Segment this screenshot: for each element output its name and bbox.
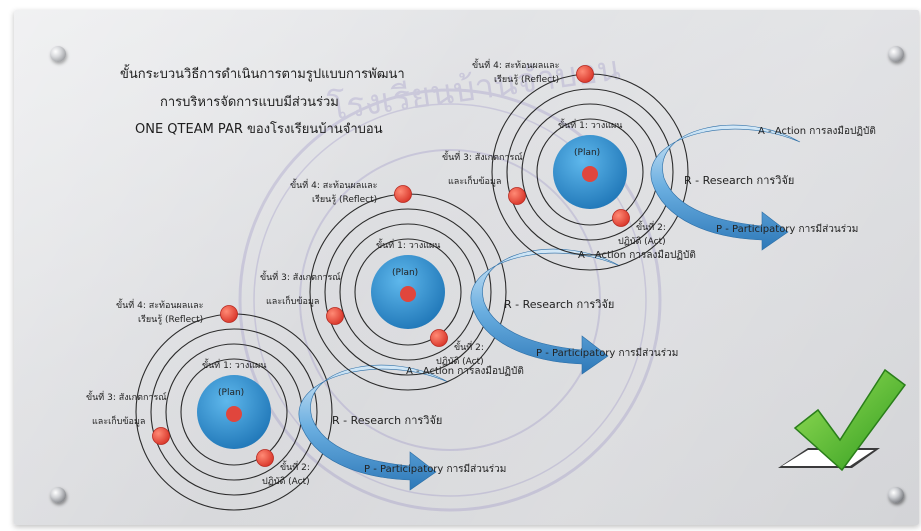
title-line-3: ONE QTEAM PAR ของโรงเรียนบ้านจำบอน (135, 121, 383, 137)
node-observe (326, 307, 344, 325)
screw-top-right (888, 46, 904, 62)
cycle-upper: (Plan) ขั้นที่ 1: วางแผน ขั้นที่ 4: สะท้อน… (442, 58, 689, 271)
step3-label-line1: ขั้นที่ 3: สังเกตการณ์ (442, 150, 523, 163)
curved-arrow-icon (298, 364, 449, 491)
node-observe (152, 427, 170, 445)
step3-label-line2: และเก็บข้อมูล (92, 414, 145, 427)
node-observe (508, 187, 526, 205)
step2-label-line1: ขั้นที่ 2: (454, 340, 484, 353)
participatory-label: P - Participatory การมีส่วนร่วม (364, 463, 506, 475)
node-reflect (576, 65, 594, 83)
curved-arrow-icon (470, 248, 621, 375)
action-label: A - Action การลงมือปฏิบัติ (406, 365, 524, 377)
step1-label: ขั้นที่ 1: วางแผน (376, 238, 440, 251)
research-label: R - Research การวิจัย (332, 414, 442, 427)
step2-label-line2: ปฏิบัติ (Act) (436, 356, 484, 367)
step4-label-line2: เรียนรู้ (Reflect) (312, 194, 377, 205)
step2-label-line1: ขั้นที่ 2: (636, 220, 666, 233)
step3-label-line2: และเก็บข้อมูล (448, 174, 501, 187)
step3-label-line1: ขั้นที่ 3: สังเกตการณ์ (86, 390, 167, 403)
screw-top-left (50, 46, 66, 62)
research-label: R - Research การวิจัย (504, 298, 614, 311)
node-reflect (220, 305, 238, 323)
screw-bottom-right (888, 487, 904, 503)
step4-label-line1: ขั้นที่ 4: สะท้อนผลและ (116, 298, 204, 311)
plan-label: (Plan) (392, 268, 418, 278)
node-act (430, 329, 448, 347)
par-arrow-upper: A - Action การลงมือปฏิบัติ R - Research ก… (650, 124, 876, 251)
planet-core (400, 286, 416, 302)
step4-label-line1: ขั้นที่ 4: สะท้อนผลและ (290, 178, 378, 191)
step4-label-line2: เรียนรู้ (Reflect) (494, 74, 559, 85)
orbit-ring (150, 328, 318, 496)
participatory-label: P - Participatory การมีส่วนร่วม (716, 223, 858, 235)
screw-bottom-left (50, 487, 66, 503)
node-act (256, 449, 274, 467)
orbit-ring (506, 88, 674, 256)
step2-label-line2: ปฏิบัติ (Act) (262, 476, 310, 487)
title-line-2: การบริหารจัดการแบบมีส่วนร่วม (160, 94, 339, 110)
step2-label-line1: ขั้นที่ 2: (280, 460, 310, 473)
action-label: A - Action การลงมือปฏิบัติ (758, 125, 876, 137)
step2-label-line2: ปฏิบัติ (Act) (618, 236, 666, 247)
node-act (612, 209, 630, 227)
orbit-ring (324, 208, 492, 376)
planet-core (226, 406, 242, 422)
step1-label: ขั้นที่ 1: วางแผน (558, 118, 622, 131)
research-label: R - Research การวิจัย (684, 174, 794, 187)
title-line-1: ขั้นกระบวนวิธีการดำเนินการตามรูปแบบการพั… (120, 64, 405, 82)
node-reflect (394, 185, 412, 203)
curved-arrow-icon (650, 124, 801, 251)
planet-core (582, 166, 598, 182)
orbit-ring (536, 118, 644, 226)
cycle-middle: (Plan) ขั้นที่ 1: วางแผน ขั้นที่ 4: สะท้อน… (260, 178, 507, 391)
orbit-ring (354, 238, 462, 346)
step4-label-line2: เรียนรู้ (Reflect) (138, 314, 203, 325)
orbit-ring (180, 358, 288, 466)
plan-label: (Plan) (218, 388, 244, 398)
step3-label-line2: และเก็บข้อมูล (266, 294, 319, 307)
step1-label: ขั้นที่ 1: วางแผน (202, 358, 266, 371)
par-arrow-middle: A - Action การลงมือปฏิบัติ R - Research ก… (470, 248, 696, 375)
step3-label-line1: ขั้นที่ 3: สังเกตการณ์ (260, 270, 341, 283)
participatory-label: P - Participatory การมีส่วนร่วม (536, 347, 678, 359)
cycle-lower: (Plan) ขั้นที่ 1: วางแผน ขั้นที่ 4: สะท้อน… (86, 298, 333, 511)
checkmark-icon (778, 368, 907, 472)
plan-label: (Plan) (574, 148, 600, 158)
step4-label-line1: ขั้นที่ 4: สะท้อนผลและ (472, 58, 560, 71)
par-arrow-lower: A - Action การลงมือปฏิบัติ R - Research ก… (298, 364, 524, 491)
action-label: A - Action การลงมือปฏิบัติ (578, 249, 696, 261)
